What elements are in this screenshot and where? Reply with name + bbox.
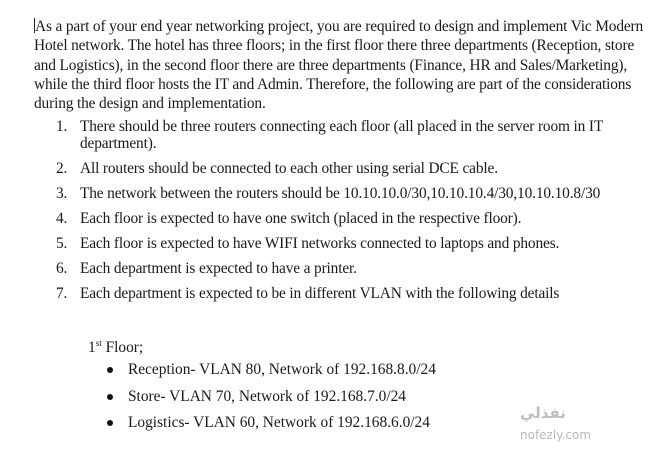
list-item: 5. Each floor is expected to have WIFI ne… [56,235,656,252]
item-number: 3. [56,185,68,202]
item-number: 6. [56,260,68,277]
floor-heading: 1st Floor; [88,338,143,357]
item-text: Each floor is expected to have WIFI netw… [80,235,560,252]
item-number: 1. [56,118,68,135]
vlan-text: Logistics- VLAN 60, Network of 192.168.6… [128,414,430,431]
bullet-icon [107,393,113,400]
floor-number: 1 [88,339,96,357]
list-item: 7. Each department is expected to be in d… [56,285,656,302]
bullet-icon [107,420,113,426]
vlan-text: Store- VLAN 70, Network of 192.168.7.0/2… [128,387,407,405]
item-text: Each department is expected to be in dif… [80,285,560,302]
intro-text: As a part of your end year networking pr… [34,18,644,113]
item-text: The network between the routers should b… [80,185,601,202]
item-text: All routers should be connected to each … [80,160,498,177]
text-cursor [34,18,35,33]
list-item: Store- VLAN 70, Network of 192.168.7.0/2… [106,388,436,405]
vlan-list: Reception- VLAN 80, Network of 192.168.8… [106,361,436,441]
requirements-list: 1. There should be three routers connecti… [56,118,656,310]
watermark-site: nofezly.com [520,428,592,442]
bullet-icon [107,367,113,373]
floor-label: Floor; [101,339,144,357]
item-number: 5. [56,235,68,252]
item-number: 7. [56,285,68,302]
item-text: There should be three routers connecting… [80,118,603,152]
list-item: 6. Each department is expected to have a … [56,260,656,277]
item-text: Each department is expected to have a pr… [80,260,357,277]
item-number: 2. [56,160,68,177]
item-text: Each floor is expected to have one switc… [80,210,522,227]
floor-ordinal: st [95,338,102,348]
list-item: 4. Each floor is expected to have one swi… [56,210,656,227]
list-item: 2. All routers should be connected to eac… [56,160,656,177]
list-item: 1. There should be three routers connecti… [56,118,656,152]
list-item: Logistics- VLAN 60, Network of 192.168.6… [106,414,436,431]
list-item: 3. The network between the routers should… [56,185,656,202]
intro-paragraph: As a part of your end year networking pr… [34,17,649,113]
vlan-text: Reception- VLAN 80, Network of 192.168.8… [128,361,436,378]
watermark-arabic: نفذلي [520,404,566,422]
item-number: 4. [56,210,68,227]
list-item: Reception- VLAN 80, Network of 192.168.8… [106,361,436,378]
